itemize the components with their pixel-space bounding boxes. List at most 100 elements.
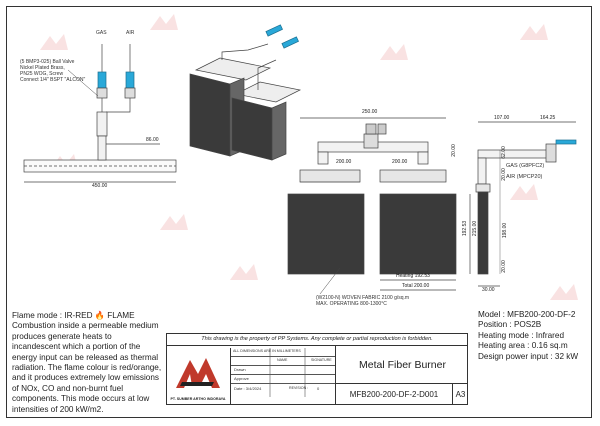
company-logo [176,358,220,388]
side-top-dim-1: 107.00 [494,115,510,121]
drawing-sheet [6,6,592,418]
top-valve-1 [365,123,377,135]
overall-height-dim: 215.00 [472,220,479,237]
mixer-body [96,111,108,137]
front-elevation [287,117,471,295]
approve-row: Approve [231,375,336,384]
ownership-notice: This drawing is the property of PP Syste… [166,333,468,346]
spec-design-power: Design power input : 32 kW [478,351,579,361]
dims-note-row: ALL DIMENSIONS ARE IN MILLIMETERS [231,348,336,357]
drawing-number: MFB200-200-DF-2-D001 [335,384,452,405]
side-air-label: AIR (MPCP20) [506,174,543,180]
mount-plate-right [379,169,447,183]
spec-list: Model : MFB200-200-DF-2 Position : POS2B… [478,310,578,362]
side-height-dim-4: 20.00 [500,260,507,273]
pitch-dim: 20.00 [450,144,457,157]
isometric-view [189,24,302,161]
right-drop [417,151,429,165]
valve-note-line-2: Nickel Plated Brass, [20,65,65,71]
gas-valve-body [96,87,108,99]
side-plate [475,183,491,193]
valve-note-line-1: (5 BMP3-025) Ball Valve [20,59,75,65]
date-row: Date : 3/4/2024 REVISION : 0 [231,384,336,393]
side-view [475,121,577,287]
approve-label: Approve [234,376,249,381]
front-view [23,44,177,183]
side-top-dim-2: 164.25 [540,115,556,121]
burner-panel-left [287,193,365,275]
side-height-dim-1: 62.00 [500,146,507,159]
side-bottom-dim: 30.00 [482,287,495,293]
revision-value: 0 [317,386,320,391]
mount-plate-left [299,169,361,183]
signature-header: SIGNATURE [311,358,332,362]
watermark-logo [550,284,578,300]
iso-valve-1 [265,24,283,37]
iso-mount-plate-1 [194,57,272,81]
iso-burner-panel-1 [189,73,231,157]
valve-note-line-4: Connect 1/4" BSPT "ALCON" [20,77,86,83]
iso-mount-plate-2 [234,81,302,103]
drawn-row: Drawn [231,366,336,375]
watermark-logo [150,14,178,30]
logo-bar [180,382,214,386]
title-block [166,333,468,405]
top-width-dim: 250.00 [362,109,378,115]
valve-note-leader [67,69,99,97]
air-valve-body [124,87,136,99]
side-height-dim-3: 198.00 [502,222,509,239]
watermark-logo [230,264,258,280]
iso-burner-panel-2-side [271,101,287,161]
side-drop [477,157,487,185]
air-valve-handle [125,71,135,89]
burner-panel-right [379,193,457,275]
flame-mode: Flame mode : IR-RED 🔥 FLAME [12,311,135,320]
iso-valve-2 [281,36,299,49]
header-row: NAME SIGNATURE [231,357,336,366]
flame-body: Combustion inside a permeable medium pro… [12,321,162,414]
side-gas-label: GAS (G8PFC2) [506,163,545,169]
watermark-logo [510,184,538,200]
revision-label: REVISION : [289,386,309,390]
side-pipe [477,149,551,159]
sheet-size: A3 [452,384,468,405]
total-width-dim: Total 200.00 [402,283,430,289]
watermark-logo [520,24,548,40]
heating-width-dim: Heating 192.53 [396,273,430,279]
iso-pipe-2 [257,59,277,90]
watermark-logo [40,34,68,50]
side-panel [477,191,489,275]
front-offset-dim: 86.00 [146,137,159,143]
fabric-note-line-2: MAX. OPERATING 800-1300°C [316,301,387,307]
panel-height-dim: 192.53 [462,220,469,237]
logo-mark [176,358,220,388]
fabric-note-line-1: (W2100-N) WOVEN FABRIC 2100 g/sq.m [316,295,410,301]
spec-heating-area: Heating area : 0.16 sq.m [478,341,568,351]
air-label: AIR [126,30,135,36]
side-valve-handle [555,139,577,145]
panel-width-dim-right: 200.00 [392,159,408,165]
front-width-dim: 450.00 [92,183,108,189]
iso-pipe [221,43,269,60]
company-name: PT. SUMBER ARTHO INDORAYA [170,397,226,401]
spec-model: Model : MFB200-200-DF-2 [478,310,576,319]
spec-heating-mode: Heating mode : Infrared [478,330,565,340]
drawn-label: Drawn [234,367,246,372]
watermark-logo [380,44,408,60]
iso-burner-panel-2 [231,97,273,161]
fabric-leader [319,267,341,295]
drawing-title-cell: Metal Fiber Burner [335,346,468,384]
date-label: Date : 3/4/2024 [234,386,262,391]
riser [97,135,107,161]
dims-note: ALL DIMENSIONS ARE IN MILLIMETERS [233,349,301,353]
gas-valve-handle [97,71,107,89]
air-down-pipe [106,98,131,113]
spec-position: Position : POS2B [478,320,542,330]
drawing-title: Metal Fiber Burner [359,359,446,371]
watermark-logo [160,214,188,230]
name-header: NAME [277,358,288,362]
left-drop [317,151,329,165]
valve-note-line-3: PN25 WOG, Screw [20,71,64,77]
side-valve-body [545,143,557,163]
